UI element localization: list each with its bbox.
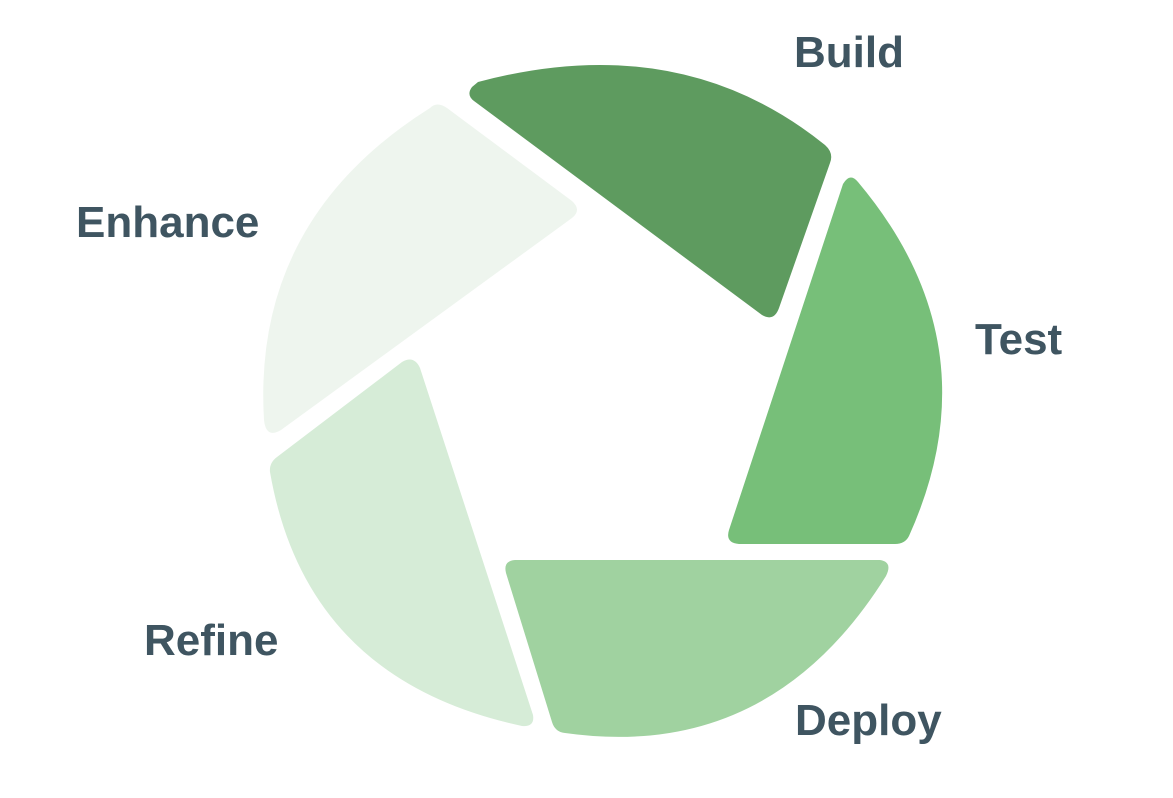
stage-label-enhance: Enhance [76, 198, 259, 247]
stage-segment-refine [269, 359, 534, 727]
stage-label-refine: Refine [144, 616, 278, 665]
stage-segment-build [469, 64, 832, 318]
stage-label-deploy: Deploy [795, 696, 942, 745]
stage-segment-test [728, 177, 943, 545]
stage-labels: Build Test Deploy Refine Enhance [76, 28, 1063, 745]
stage-segment-deploy [505, 560, 889, 737]
stage-segment-enhance [263, 104, 577, 433]
stage-label-build: Build [794, 28, 904, 77]
stage-label-test: Test [975, 315, 1063, 364]
cycle-segments [263, 64, 943, 737]
